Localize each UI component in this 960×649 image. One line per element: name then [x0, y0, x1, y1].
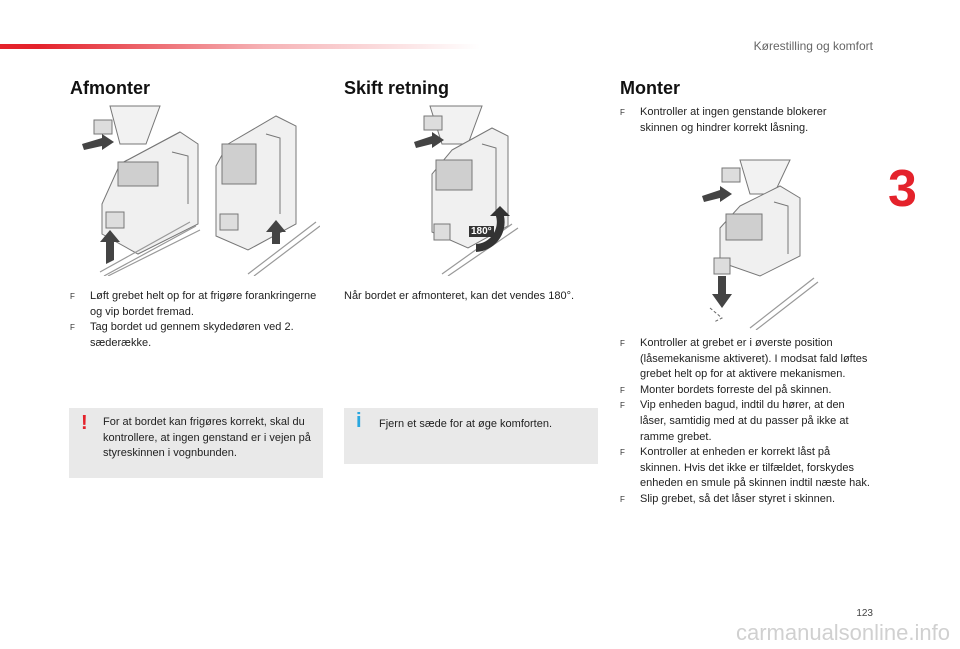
warning-text: For at bordet kan frigøres korrekt, skal… [103, 416, 311, 460]
column-monter: Monter [620, 78, 875, 99]
column-afmonter: Afmonter [70, 78, 325, 99]
warning-icon: ! [81, 412, 88, 434]
watermark: carmanualsonline.info [735, 620, 950, 645]
rotation-label: 180° [469, 226, 494, 237]
info-text: Fjern et sæde for at øge komforten. [379, 418, 553, 430]
illustration-skift-retning [414, 105, 519, 276]
illustration-monter [702, 159, 819, 330]
chapter-number: 3 [888, 160, 917, 218]
heading-skift-retning: Skift retning [344, 78, 450, 98]
illustration-afmonter [82, 105, 320, 276]
column-skift-retning: Skift retning [344, 78, 599, 99]
info-note: i Fjern et sæde for at øge komforten. [344, 408, 598, 464]
heading-afmonter: Afmonter [70, 78, 150, 98]
header-accent-bar [0, 44, 480, 49]
warning-note: ! For at bordet kan frigøres korrekt, sk… [69, 408, 323, 478]
page-number: 123 [856, 608, 873, 619]
heading-monter: Monter [620, 78, 680, 98]
paragraph: Når bordet er afmonteret, kan det vendes… [344, 290, 575, 302]
skift-text: Når bordet er afmonteret, kan det vendes… [344, 289, 599, 305]
info-icon: i [356, 410, 362, 432]
section-title: Kørestilling og komfort [753, 39, 873, 53]
